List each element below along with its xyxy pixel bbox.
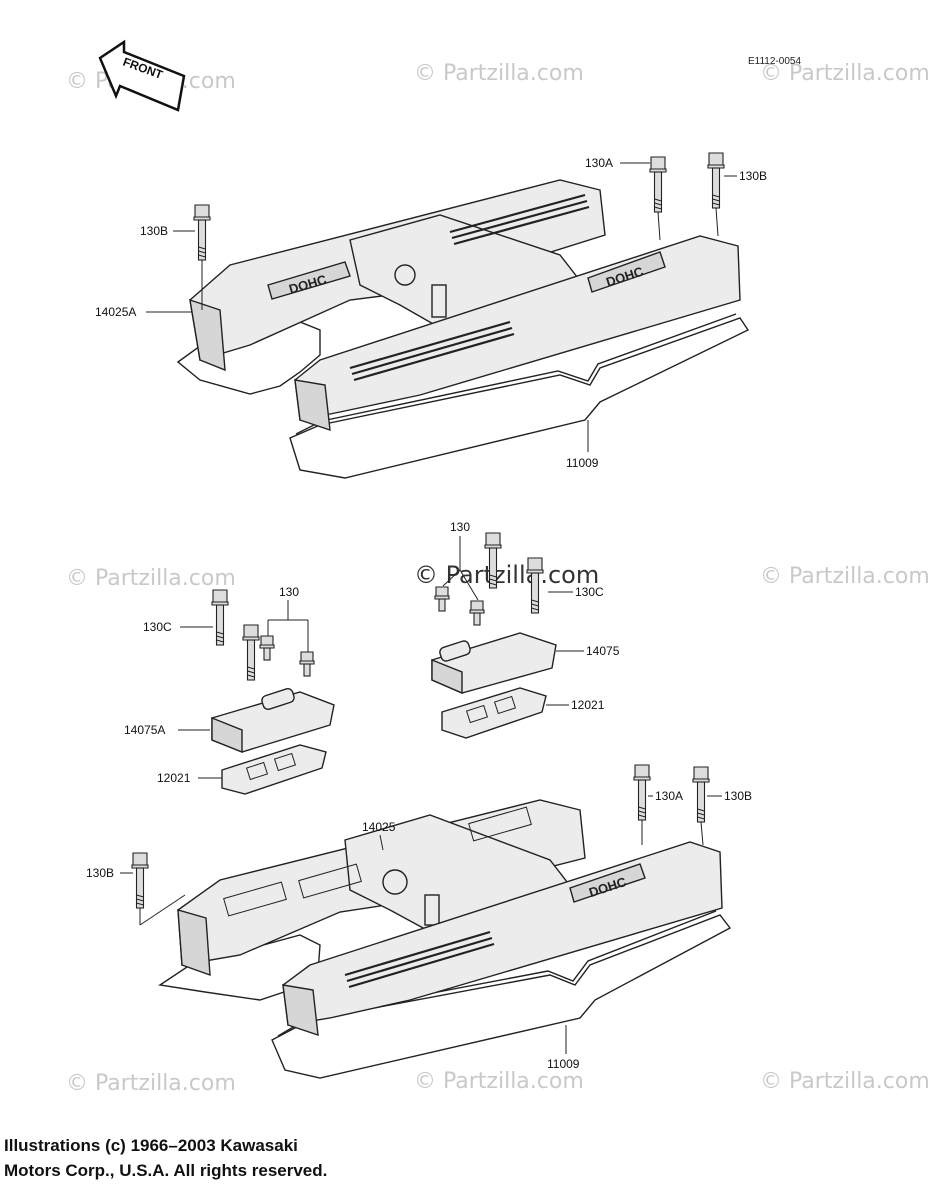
callout-top-14025A: 14025A [95,305,136,319]
diagram-code: E1112-0054 [748,56,801,67]
watermarks: © Partzilla.com © Partzilla.com © Partzi… [66,61,930,1096]
callout-mid-right-14075: 14075 [586,644,620,658]
top-gasket-right [289,317,750,479]
middle-right-breather-assembly [431,532,557,739]
bottom-bolt-130B-right [692,766,710,823]
callout-mid-left-130: 130 [279,585,299,599]
top-cooling-fins [349,193,590,382]
bottom-bolt-130B-left [131,852,149,909]
callout-mid-right-130C: 130C [575,585,604,599]
callout-mid-right-12021: 12021 [571,698,605,712]
watermark-mid-left: © Partzilla.com [66,566,236,591]
callout-mid-left-130C: 130C [143,620,172,634]
callout-bottom-130B-left: 130B [86,866,114,880]
bottom-bolt-130A [633,764,651,821]
mid-left-bolt-130-a [259,635,275,661]
watermark-mid-center: © Partzilla.com [414,561,599,589]
copyright-notice: Illustrations (c) 1966–2003 Kawasaki Mot… [4,1136,328,1180]
breather-gasket-12021-right [441,687,547,739]
mid-left-bolt-long [242,624,260,681]
mid-left-bolt-130C [211,589,229,646]
callout-bottom-130A: 130A [655,789,683,803]
top-bolt-130B-right [707,152,725,209]
breather-gasket-12021-left [221,744,327,795]
callout-top-11009: 11009 [566,456,599,470]
watermark-bottom-left: © Partzilla.com [66,1071,236,1096]
callout-mid-left-14075A: 14075A [124,723,165,737]
top-bolt-130A [649,156,667,213]
mid-left-bolt-130-b [299,651,315,677]
bottom-cooling-fins [223,806,532,989]
middle-right-callouts: 130 130C 14075 12021 [442,520,620,712]
front-arrow-icon: FRONT [98,39,186,112]
bottom-gasket-right [271,914,732,1079]
mid-right-bolt-130-b [469,600,485,626]
callout-top-130A: 130A [585,156,613,170]
callout-mid-left-12021: 12021 [157,771,191,785]
watermark-top-right: © Partzilla.com [760,61,930,86]
watermark-bottom-right: © Partzilla.com [760,1069,930,1094]
top-bolt-130B-left [193,204,211,261]
callout-top-130B-left: 130B [140,224,168,238]
middle-left-breather-assembly [211,589,335,795]
callout-bottom-14025: 14025 [362,820,396,834]
watermark-mid-right: © Partzilla.com [760,564,930,589]
watermark-bottom-center: © Partzilla.com [414,1069,584,1094]
mid-right-bolt-130-a [434,586,450,612]
callout-bottom-130B-right: 130B [724,789,752,803]
bottom-callouts: 14025 130A 130B 130B 11009 [86,789,752,1071]
top-valve-cover-assembly: DOHC DOHC [176,152,750,479]
middle-left-callouts: 130 130C 14075A 12021 [124,585,309,785]
callout-bottom-11009: 11009 [547,1057,580,1071]
callout-top-130B-right: 130B [739,169,767,183]
callout-mid-right-130: 130 [450,520,470,534]
top-callouts: 130A 130B 130B 14025A 11009 [95,156,767,470]
bottom-valve-cover-assembly: DOHC [131,764,732,1079]
watermark-top-center: © Partzilla.com [414,61,584,86]
